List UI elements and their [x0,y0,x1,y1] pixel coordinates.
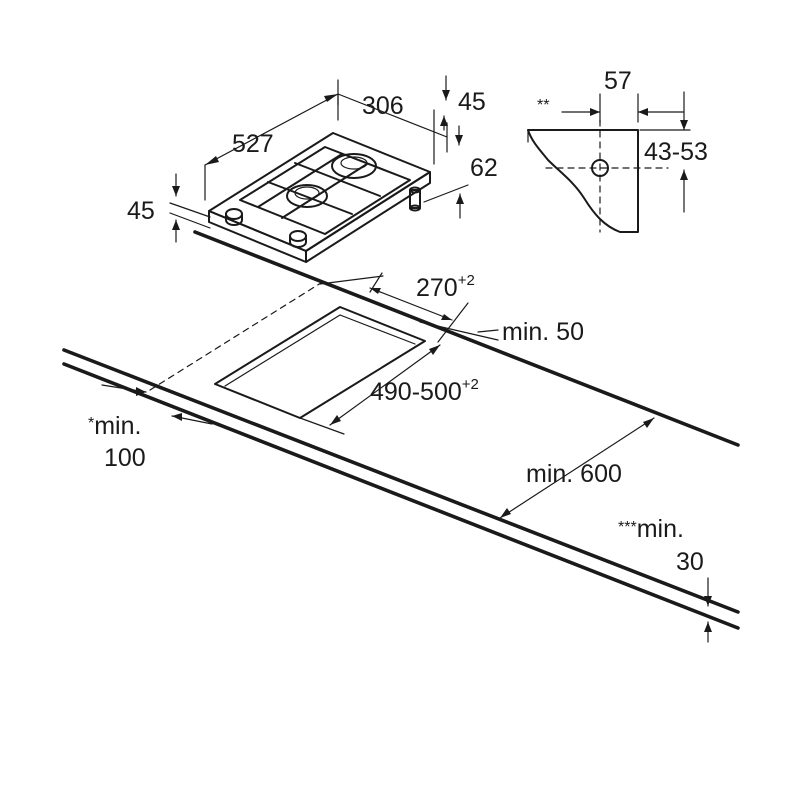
burner-front [286,184,328,208]
cutout-reference-line [149,280,325,391]
section-pipe [591,159,609,177]
cutout-inner-edge [224,314,416,387]
hob-dimension-lines [169,75,469,243]
cutout-ext-left [319,275,384,285]
section-profile [527,129,639,233]
label-section-marker: ** [537,97,549,114]
label-cutout-width: 270+2 [416,272,475,302]
label-burner-height: 62 [470,154,498,182]
label-worktop-thickness-value: 30 [676,548,704,576]
hob [208,132,431,263]
label-section-width: 57 [604,67,632,95]
hob-right-face [305,171,431,263]
label-worktop-thickness: ***min. [618,515,684,543]
label-side-clearance-value: 100 [104,444,146,472]
label-hob-depth: 306 [362,92,404,120]
label-section-thickness: 43-53 [644,138,708,166]
cutout-dimension-lines [101,272,712,643]
cutout [149,275,426,419]
label-worktop-depth: min. 600 [526,460,622,488]
label-side-clearance: *min. [88,412,141,440]
hob-front-face [208,210,307,263]
worktop-front-edge [62,348,740,614]
worktop-lower-edge [62,362,740,630]
cutout-outline [214,306,426,419]
knob-right [289,230,307,248]
burner-rear [331,153,377,179]
worktop-back-edge [193,230,740,447]
label-hob-width: 527 [232,130,274,158]
section-detail [527,91,691,233]
worktop [62,230,740,630]
label-hob-height-side: 45 [127,197,155,225]
knob-left [225,208,243,226]
label-cutout-length: 490-500+2 [370,376,479,406]
gas-connector [409,186,421,212]
label-hob-height-back: 45 [458,88,486,116]
label-back-clearance: min. 50 [502,318,584,346]
